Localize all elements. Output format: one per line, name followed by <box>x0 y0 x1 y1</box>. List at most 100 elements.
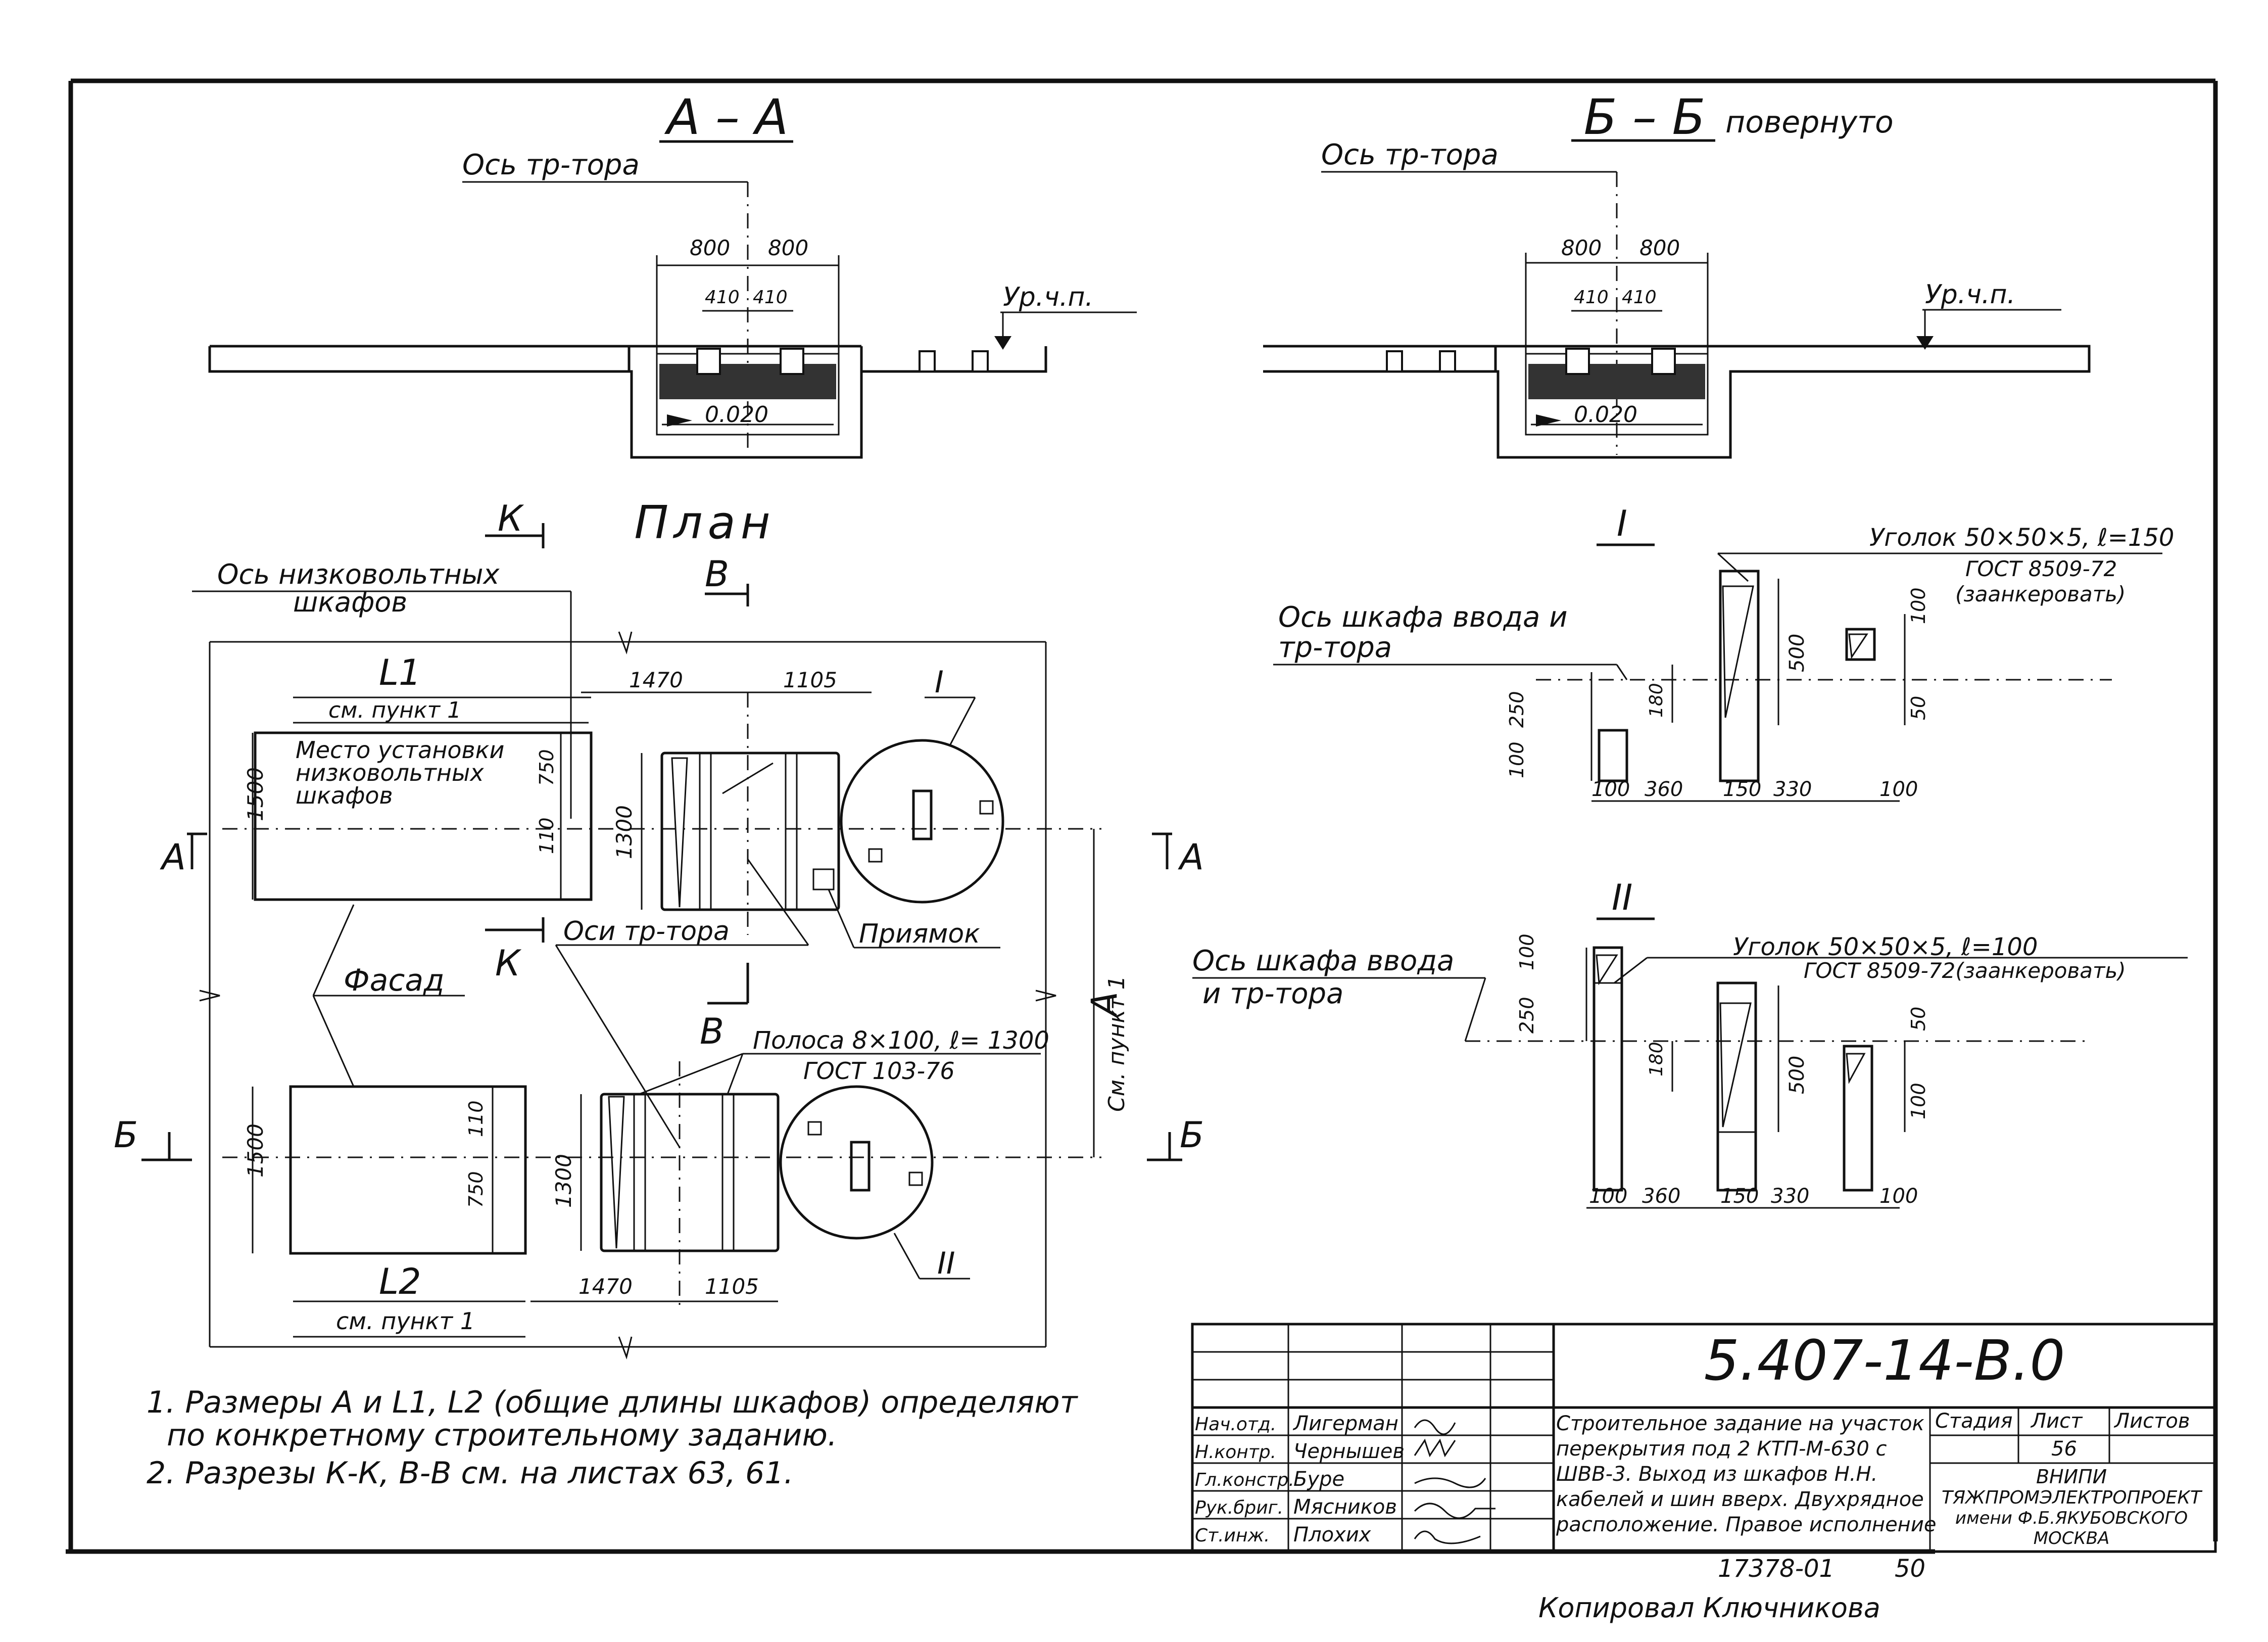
plan-l1: L1 <box>379 652 421 693</box>
detail-i-b100a: 100 <box>1591 778 1630 801</box>
detail-i-d500: 500 <box>1786 634 1809 672</box>
tb-name-4: Плохих <box>1293 1523 1371 1546</box>
plan-dim-1470-top: 1470 <box>629 668 683 692</box>
plan-pit: Приямок <box>859 919 980 949</box>
tb-role-4: Ст.инж. <box>1195 1525 1270 1546</box>
plan-node-i-circle <box>840 739 1004 904</box>
plan: План Ось низковольтных шкафов L1 см. пун… <box>114 496 1204 1360</box>
plan-node-i: I <box>935 665 944 700</box>
plan-strip-gost: ГОСТ 103-76 <box>803 1057 955 1085</box>
plan-dim-1470-bottom: 1470 <box>578 1274 633 1299</box>
plan-facade: Фасад <box>344 963 445 998</box>
section-bb-dim-800-left: 800 <box>1561 236 1602 260</box>
detail-ii-axis-1: Ось шкафа ввода <box>1192 945 1454 977</box>
section-aa: А – А Ось тр-тора 0.020 800 800 410 410 … <box>208 89 1137 459</box>
tb-name-3: Мясников <box>1293 1495 1397 1519</box>
tb-org-3: имени Ф.Б.ЯКУБОВСКОГО <box>1955 1508 2188 1528</box>
detail-i-d50: 50 <box>1907 696 1929 720</box>
section-bb-axis-label: Ось тр-тора <box>1321 138 1499 171</box>
detail-ii-b330: 330 <box>1771 1185 1809 1208</box>
detail-ii-b100a: 100 <box>1589 1185 1627 1208</box>
tb-name-1: Чернышев <box>1293 1440 1405 1463</box>
section-aa-dim-800-left: 800 <box>690 236 730 260</box>
detail-i-b360: 360 <box>1645 778 1683 801</box>
section-aa-level: Ур.ч.п. <box>1003 282 1093 312</box>
plan-l2-note: см. пункт 1 <box>336 1307 475 1335</box>
plan-dim-750-bottom: 750 <box>465 1171 487 1208</box>
section-bb-dim-410-right: 410 <box>1622 287 1657 308</box>
detail-ii-b150: 150 <box>1720 1185 1759 1208</box>
tb-name-2: Буре <box>1293 1468 1344 1491</box>
signature-2 <box>1414 1477 1486 1488</box>
note-1a: 1. Размеры А и L1, L2 (общие длины шкафо… <box>147 1385 1079 1420</box>
tb-org-1: ВНИПИ <box>2036 1466 2107 1488</box>
detail-i-b150: 150 <box>1723 778 1761 801</box>
detail-ii-d100-right: 100 <box>1907 1083 1929 1119</box>
section-bb-dim-800-right: 800 <box>1639 236 1680 260</box>
detail-i-angle: Уголок 50×50×5, ℓ=150 <box>1869 524 2174 552</box>
plan-dim-1500-top: 1500 <box>243 767 268 821</box>
plan-cut-k-bottom: К <box>495 943 522 984</box>
plan-dim-750-top: 750 <box>536 749 558 786</box>
detail-i-d180: 180 <box>1646 683 1667 718</box>
detail-ii-gost: ГОСТ 8509-72(заанкеровать) <box>1804 958 2126 983</box>
plan-dim-a: А <box>1084 992 1125 1018</box>
detail-ii-d100-left: 100 <box>1516 933 1538 970</box>
detail-ii-d50: 50 <box>1907 1007 1929 1031</box>
plan-dim-1105-bottom: 1105 <box>705 1274 759 1299</box>
note-1b: по конкретному строительному заданию. <box>167 1418 837 1453</box>
detail-i-d100-left: 100 <box>1506 741 1528 778</box>
detail-i-d100-right: 100 <box>1907 587 1929 624</box>
tb-role-1: Н.контр. <box>1195 1442 1276 1463</box>
detail-ii-angle: Уголок 50×50×5, ℓ=100 <box>1733 933 2038 961</box>
detail-ii-title: II <box>1612 877 1632 918</box>
detail-i-d250: 250 <box>1506 691 1528 728</box>
signature-4 <box>1414 1530 1481 1544</box>
plan-dim-1300-bottom: 1300 <box>551 1154 576 1208</box>
detail-i-title: I <box>1617 503 1627 544</box>
section-bb-title: Б – Б <box>1584 89 1706 146</box>
detail-i-axis-1: Ось шкафа ввода и <box>1278 601 1568 634</box>
tb-role-2: Гл.констр. <box>1195 1470 1294 1490</box>
plan-cut-k-top: К <box>498 498 524 539</box>
plan-lv-axis-label-1: Ось низковольтных <box>217 558 500 590</box>
tb-role-3: Рук.бриг. <box>1195 1497 1283 1518</box>
section-bb-slope: 0.020 <box>1574 402 1637 428</box>
title-block: 5.407-14-В.0 Нач.отд. Н.контр. Гл.констр… <box>1191 1323 2217 1553</box>
signature-1 <box>1414 1438 1456 1458</box>
footer-archive-no: 17378-01 <box>1718 1555 1835 1583</box>
notes: 1. Размеры А и L1, L2 (общие длины шкафо… <box>147 1385 1079 1491</box>
detail-ii-d250: 250 <box>1516 997 1538 1034</box>
section-aa-slope: 0.020 <box>705 402 768 428</box>
section-aa-dim-410-left: 410 <box>705 287 740 308</box>
plan-cut-a-right: А <box>1178 836 1204 878</box>
tb-desc-3: ШВВ-3. Выход из шкафов Н.Н. <box>1556 1463 1877 1486</box>
plan-cut-bb-left: Б <box>114 1114 138 1156</box>
plan-place-3: шкафов <box>296 782 393 809</box>
plan-cut-b-bottom: В <box>700 1011 724 1052</box>
section-aa-dim-800-right: 800 <box>768 236 808 260</box>
tb-desc-4: кабелей и шин вверх. Двухрядное <box>1556 1488 1924 1511</box>
detail-i-axis-2: тр-тора <box>1278 631 1392 664</box>
detail-ii-d500: 500 <box>1786 1056 1809 1094</box>
note-2: 2. Разрезы К-К, В-В см. на листах 63, 61… <box>147 1456 794 1491</box>
detail-i-gost: ГОСТ 8509-72 <box>1965 556 2117 581</box>
signature-0 <box>1414 1419 1456 1435</box>
title-code: 5.407-14-В.0 <box>1704 1328 2065 1393</box>
detail-i-b100b: 100 <box>1879 778 1918 801</box>
plan-dim-110-bottom: 110 <box>465 1100 487 1137</box>
plan-cut-a-left: А <box>160 836 186 878</box>
signature-3 <box>1414 1503 1495 1519</box>
tb-role-0: Нач.отд. <box>1195 1414 1276 1435</box>
section-aa-axis-label: Ось тр-тора <box>462 149 640 181</box>
plan-axes-tr: Оси тр-тора <box>563 916 730 947</box>
detail-i-anchor: (заанкеровать) <box>1955 582 2126 606</box>
detail-ii-axis-2: и тр-тора <box>1202 977 1343 1010</box>
detail-ii-d180: 180 <box>1646 1042 1667 1076</box>
plan-dim-a-note: См. пункт 1 <box>1104 975 1130 1112</box>
tb-org-4: МОСКВА <box>2034 1528 2110 1549</box>
section-bb-dim-410-left: 410 <box>1574 287 1609 308</box>
detail-ii-b100b: 100 <box>1879 1185 1918 1208</box>
plan-dim-1300-top: 1300 <box>612 805 637 859</box>
